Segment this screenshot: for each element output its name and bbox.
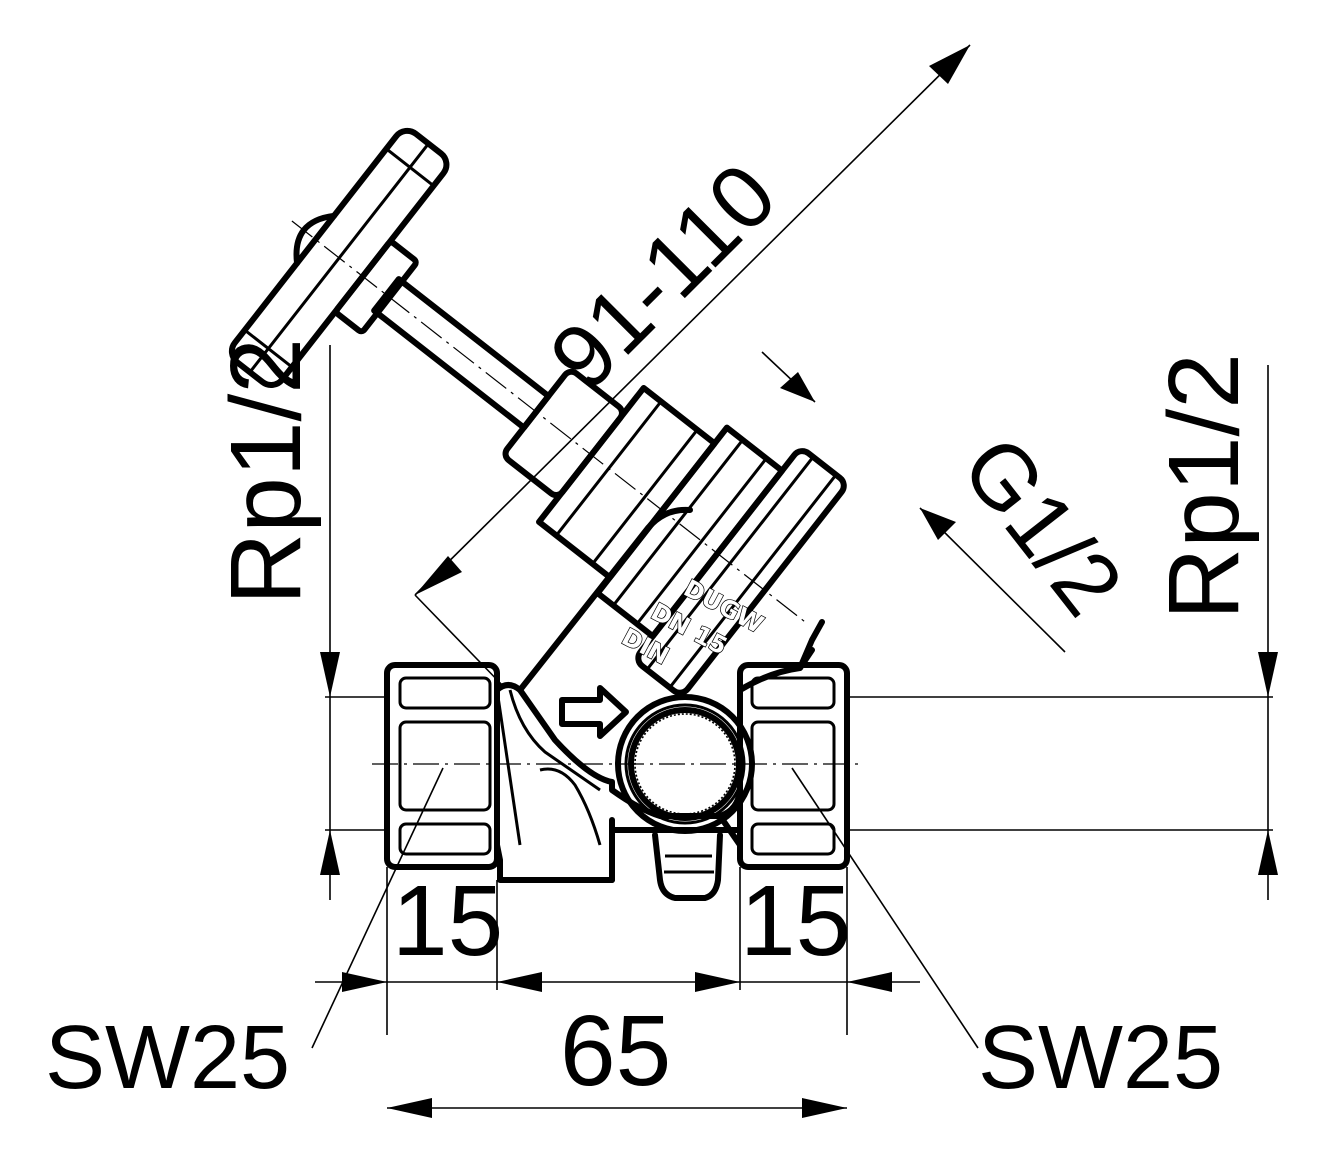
dim-sw25-left-label: SW25 xyxy=(45,1008,290,1108)
flow-arrow-icon xyxy=(559,685,629,739)
dim-g12-label: G1/2 xyxy=(942,419,1141,634)
dim-15-right-label: 15 xyxy=(740,865,851,977)
left-hex-end xyxy=(384,662,500,870)
dimension-thread-depth: 15 15 xyxy=(315,865,920,1035)
dimension-overall-length: 65 xyxy=(387,995,847,1118)
bonnet-assembly xyxy=(228,127,847,696)
dim-65-label: 65 xyxy=(560,995,671,1107)
right-hex-end xyxy=(737,662,850,870)
dimension-rp-left: Rp1/2 xyxy=(210,338,387,900)
dimension-rp-right: Rp1/2 xyxy=(847,353,1278,900)
dimension-bonnet-thread: G1/2 xyxy=(761,351,1141,653)
dim-rp-left-label: Rp1/2 xyxy=(210,338,322,605)
dim-sw25-right-label: SW25 xyxy=(978,1008,1223,1108)
dim-rp-right-label: Rp1/2 xyxy=(1148,353,1260,620)
valve-body xyxy=(372,506,860,901)
dimension-wrench-sizes: SW25 SW25 xyxy=(45,767,1223,1108)
dim-15-left-label: 15 xyxy=(392,865,503,977)
dim-91-110-label: 91-110 xyxy=(531,145,795,409)
